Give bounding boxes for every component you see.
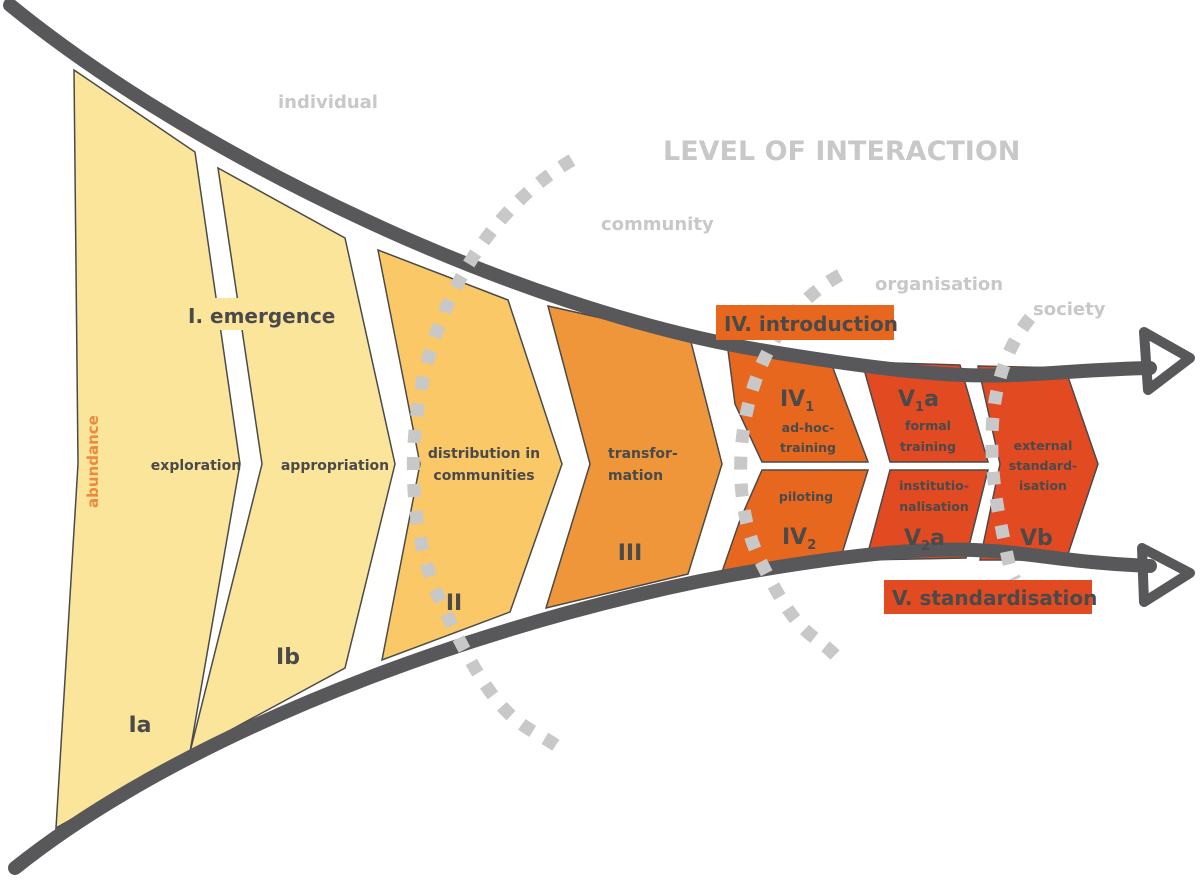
introduction-label-bg (716, 305, 894, 340)
stage-iv1-code: IV1 (780, 387, 814, 415)
stage-ia-code: Ia (128, 713, 151, 738)
arrowheads (1137, 327, 1195, 607)
stage-iii-code: III (618, 541, 643, 566)
stage-iv1-code-sub: 1 (805, 400, 814, 415)
stage-v1a-code-sub: 1 (915, 400, 924, 415)
boundary-society (985, 313, 1036, 583)
standardisation-label-bg (884, 580, 1092, 614)
boundary-community (406, 154, 576, 754)
stage-v2a-code-suffix: a (930, 526, 945, 551)
stage-iv1-label-1: ad-hoc- (782, 420, 835, 435)
stage-vb-code: Vb (1020, 526, 1053, 551)
level-community: community (601, 214, 714, 235)
stage-iv2-label: piloting (779, 489, 833, 504)
funnel-top-curve (3, 0, 1157, 383)
stage-v1a-label-2: training (900, 439, 956, 454)
stage-v1a-code-suffix: a (924, 387, 939, 412)
stage-v2a-label-2: nalisation (899, 499, 969, 514)
top-arrowhead-icon (1139, 327, 1195, 395)
stage-ii-label-1: distribution in (428, 446, 540, 462)
stage-iv2-code: IV2 (782, 525, 816, 553)
stage-iv1-code-main: IV (780, 387, 805, 412)
title-level-of-interaction: LEVEL OF INTERACTION (663, 136, 1020, 167)
phase-emergence: I. emergence (188, 304, 335, 328)
stage-iv1-label-2: training (780, 440, 836, 455)
stage-v2a-code: V2a (904, 526, 945, 554)
stage-ii-code: II (446, 591, 462, 616)
stage-v1a-code: V1a (898, 387, 939, 415)
level-organisation: organisation (875, 274, 1003, 295)
stage-iii-label-1: transfor- (608, 446, 678, 462)
stage-v2a-code-sub: 2 (921, 539, 930, 554)
level-individual: individual (278, 92, 378, 113)
stage-vb-label-3: isation (1019, 478, 1067, 493)
stage-iv2-code-main: IV (782, 525, 807, 550)
abundance-label: abundance (84, 415, 102, 508)
stage-ia-label: exploration (151, 458, 241, 474)
bottom-arrowhead-icon (1137, 543, 1195, 607)
phase-standardisation: V. standardisation (892, 586, 1097, 610)
stage-iv2-code-sub: 2 (807, 538, 816, 553)
stage-ib-label: appropriation (281, 458, 389, 474)
stage-v2a-label-1: institutio- (899, 478, 969, 493)
stage-ib-code: Ib (276, 645, 300, 670)
stage-v1a-shape (861, 361, 989, 463)
emergence-label-bg (184, 298, 330, 330)
stage-vb-label-2: standard- (1009, 458, 1077, 473)
level-society: society (1033, 299, 1106, 320)
funnel-outline (3, 0, 1157, 875)
stage-ii-label-2: communities (433, 468, 534, 484)
funnel-bottom-curve (8, 542, 1157, 875)
stage-vb-label-1: external (1014, 438, 1073, 453)
phase-introduction: IV. introduction (724, 312, 898, 336)
stage-v1a-code-main: V (898, 387, 915, 412)
stage-v1a-label-1: formal (905, 418, 951, 433)
stage-v2a-code-main: V (904, 526, 921, 551)
stage-v2a-shape (865, 469, 989, 561)
stage-iii-label-2: mation (608, 468, 663, 484)
